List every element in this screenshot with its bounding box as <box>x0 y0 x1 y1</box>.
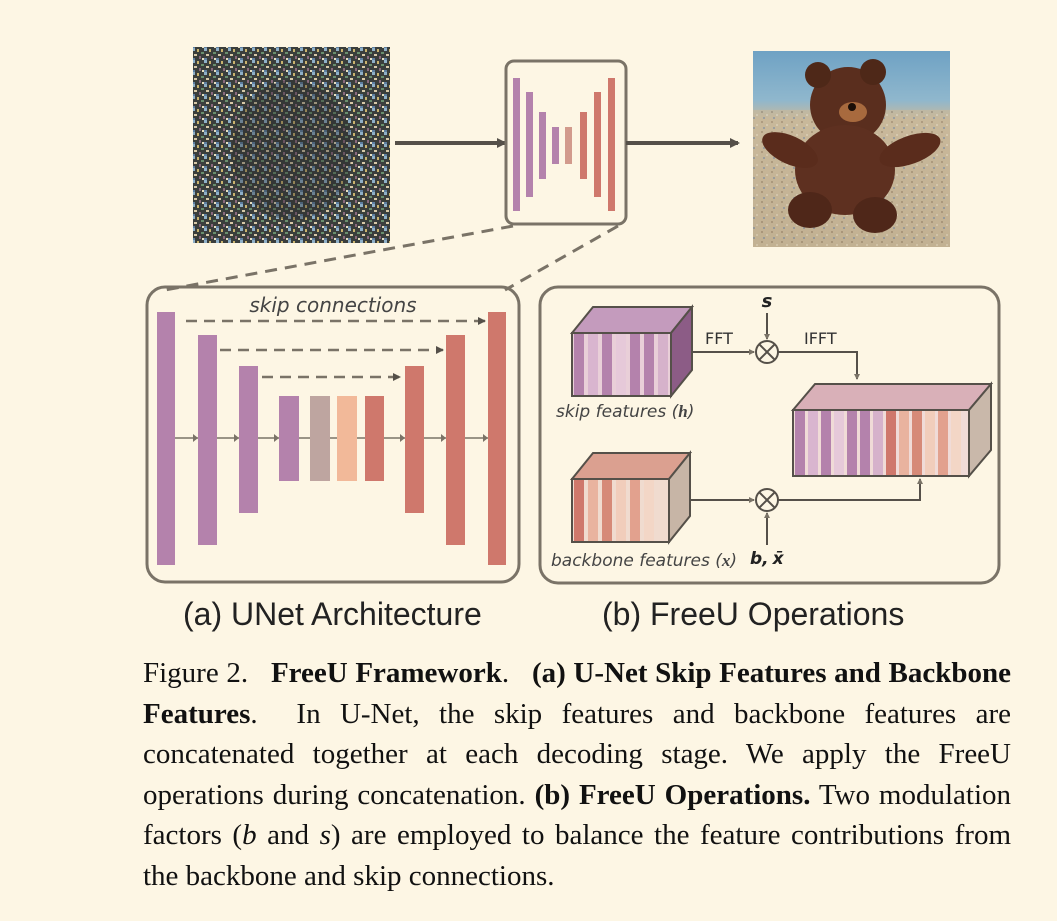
caption-b-variable: b <box>242 819 257 851</box>
unet-icon <box>504 59 628 226</box>
freeu-operations-panel: skip features (h) backbone features (x) … <box>538 285 1001 585</box>
ifft-label: IFFT <box>804 329 837 348</box>
caption-part-a-heading: (a) U-Net Skip Features and Backbone Fea… <box>143 657 1012 730</box>
ifft-arrow <box>778 351 860 380</box>
figure-number: Figure 2. <box>143 657 249 689</box>
backbone-features-cube <box>569 450 693 545</box>
backbone-to-concat-arrow <box>778 478 923 501</box>
noisy-input-image <box>193 47 390 243</box>
panel-b-caption: (b) FreeU Operations <box>602 596 905 632</box>
unet-architecture-panel: skip connections <box>145 285 521 584</box>
decoder-block-2 <box>405 366 424 513</box>
caption-part-a-text: In U-Net, the skip features and backbone… <box>143 697 1011 811</box>
caption-part-b-heading: (b) FreeU Operations. <box>534 778 811 811</box>
backbone-features-label: backbone features (x) <box>551 551 737 571</box>
bottleneck-block-1 <box>310 396 330 481</box>
caption-part-b-text-1: Two modulation factors ( <box>143 778 1012 852</box>
decoder-block-1 <box>365 396 384 481</box>
zoom-line-right <box>504 224 619 292</box>
encoder-block-3 <box>239 366 258 513</box>
panel-a-caption: (a) UNet Architecture <box>183 596 482 632</box>
concatenated-features-cube <box>790 381 994 479</box>
freeu-figure: skip connections <box>145 47 1001 585</box>
b-xbar-factor-label: b,x̄ <box>750 549 785 569</box>
figure-caption: Figure 2. FreeU Framework. (a) U-Net Ski… <box>143 657 1012 892</box>
teddy-bear-output-image <box>753 51 950 247</box>
decoder-block-3 <box>446 335 465 545</box>
fft-label: FFT <box>705 329 733 348</box>
encoder-block-4 <box>279 396 299 481</box>
skip-features-label: skip features (h) <box>556 402 694 422</box>
caption-and-text: and <box>256 819 320 851</box>
skip-connections-label: skip connections <box>249 293 416 317</box>
caption-s-variable: s <box>319 819 331 851</box>
encoder-block-1 <box>157 312 175 565</box>
caption-title: FreeU Framework <box>270 657 502 689</box>
bottleneck-block-2 <box>337 396 357 481</box>
caption-part-b-text-2: ) are employed to balance the feature co… <box>143 819 1012 892</box>
decoder-block-4 <box>488 312 506 565</box>
flow-arrowheads <box>193 434 488 442</box>
encoder-block-2 <box>198 335 217 545</box>
skip-features-cube <box>569 304 695 399</box>
s-factor-label: s <box>762 291 773 312</box>
